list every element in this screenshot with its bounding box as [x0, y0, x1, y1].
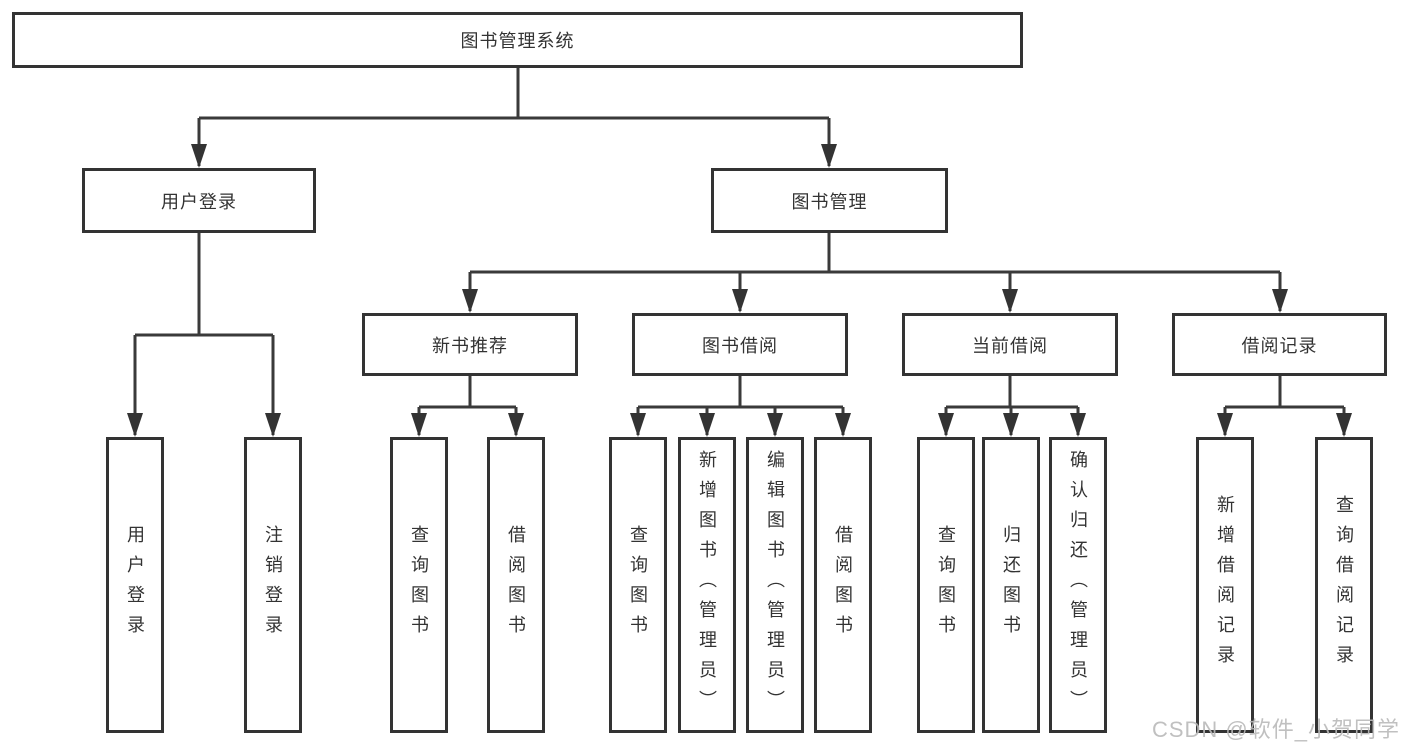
leaf-add-borrow-record: 新增借阅记录 [1196, 437, 1254, 733]
arrow-down-icon [127, 413, 143, 437]
leaf-add-books-admin: 新增图书（管理员） [678, 437, 736, 733]
arrow-down-icon [767, 413, 783, 437]
node-book-management: 图书管理 [711, 168, 948, 233]
leaf-borrow-query-books: 查询图书 [609, 437, 667, 733]
leaf-confirm-return-admin: 确认归还（管理员） [1049, 437, 1107, 733]
node-new-book-recommendation: 新书推荐 [362, 313, 578, 376]
leaf-current-query-books: 查询图书 [917, 437, 975, 733]
arrow-down-icon [1070, 413, 1086, 437]
arrow-down-icon [699, 413, 715, 437]
leaf-borrow-books: 借阅图书 [814, 437, 872, 733]
arrowhead-group [127, 144, 1352, 437]
arrow-down-icon [1217, 413, 1233, 437]
leaf-return-books: 归还图书 [982, 437, 1040, 733]
arrow-down-icon [191, 144, 207, 168]
arrow-down-icon [1336, 413, 1352, 437]
watermark: CSDN @软件_小贺同学 [1151, 717, 1400, 742]
arrow-down-icon [835, 413, 851, 437]
leaf-user-login: 用户登录 [106, 437, 164, 733]
leaf-logout: 注销登录 [244, 437, 302, 733]
arrow-down-icon [462, 289, 478, 313]
leaf-edit-books-admin: 编辑图书（管理员） [746, 437, 804, 733]
arrow-down-icon [821, 144, 837, 168]
node-library-management-system: 图书管理系统 [12, 12, 1023, 68]
leaf-rec-query-books: 查询图书 [390, 437, 448, 733]
arrow-down-icon [732, 289, 748, 313]
node-current-borrowing: 当前借阅 [902, 313, 1118, 376]
node-book-borrowing: 图书借阅 [632, 313, 848, 376]
arrow-down-icon [508, 413, 524, 437]
node-user-login: 用户登录 [82, 168, 316, 233]
arrow-down-icon [265, 413, 281, 437]
arrow-down-icon [630, 413, 646, 437]
arrow-down-icon [938, 413, 954, 437]
arrow-down-icon [1272, 289, 1288, 313]
arrow-down-icon [411, 413, 427, 437]
arrow-down-icon [1002, 289, 1018, 313]
node-borrowing-records: 借阅记录 [1172, 313, 1387, 376]
leaf-query-borrow-record: 查询借阅记录 [1315, 437, 1373, 733]
leaf-rec-borrow-books: 借阅图书 [487, 437, 545, 733]
arrow-down-icon [1003, 413, 1019, 437]
